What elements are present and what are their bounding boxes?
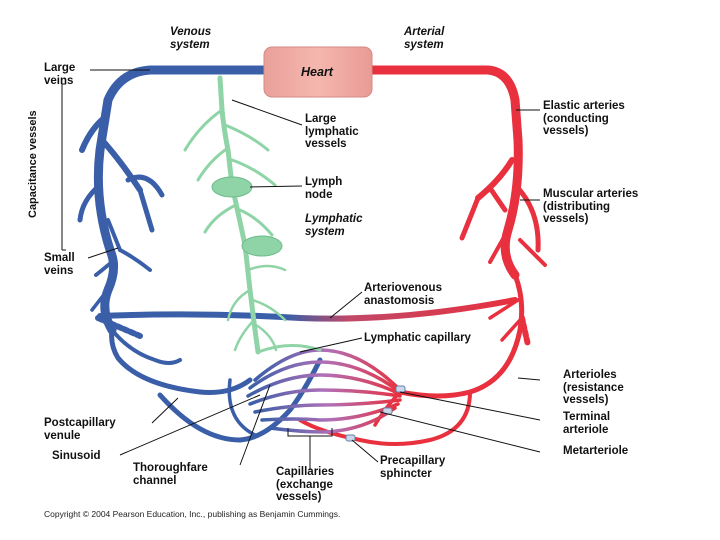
label-large-veins: Large veins	[44, 62, 76, 87]
label-terminal-arteriole: Terminal arteriole	[563, 411, 611, 436]
label-elastic-arteries: Elastic arteries (conducting vessels)	[543, 100, 625, 137]
precapillary-sphincter-icon	[345, 385, 406, 442]
heart-box	[263, 46, 373, 98]
label-arteriovenous-anastomosis: Arteriovenous anastomosis	[364, 282, 442, 307]
capacitance-bracket	[61, 83, 66, 251]
label-postcapillary-venule: Postcapillary venule	[44, 417, 116, 442]
label-muscular-arteries: Muscular arteries (distributing vessels)	[543, 188, 639, 225]
label-lymphatic-capillary: Lymphatic capillary	[364, 332, 471, 344]
label-venous-system: Venous system	[170, 26, 212, 51]
arteriovenous-anastomosis	[97, 297, 518, 322]
label-small-veins: Small veins	[44, 252, 75, 277]
leader-lines	[87, 69, 541, 470]
lymphatic-system	[183, 75, 322, 355]
lymph-node-upper	[211, 176, 253, 198]
venous-system	[77, 65, 323, 443]
lymph-node-lower	[241, 235, 283, 257]
label-capacitance-vessels: Capacitance vessels	[27, 110, 39, 218]
label-arterioles: Arterioles (resistance vessels)	[563, 369, 624, 406]
label-lymphatic-system: Lymphatic system	[305, 213, 363, 238]
label-thoroughfare-channel: Thoroughfare channel	[133, 462, 208, 487]
label-heart: Heart	[301, 65, 333, 79]
capillary-bed	[246, 348, 402, 434]
label-lymph-node: Lymph node	[305, 176, 343, 201]
label-precapillary-sphincter: Precapillary sphincter	[380, 455, 446, 480]
label-metarteriole: Metarteriole	[563, 445, 629, 457]
label-arterial-system: Arterial system	[404, 26, 445, 51]
copyright-text: Copyright © 2004 Pearson Education, Inc.…	[44, 509, 341, 519]
label-large-lymphatic-vessels: Large lymphatic vessels	[305, 113, 359, 150]
label-capillaries: Capillaries (exchange vessels)	[276, 466, 335, 503]
label-sinusoid: Sinusoid	[52, 450, 101, 462]
